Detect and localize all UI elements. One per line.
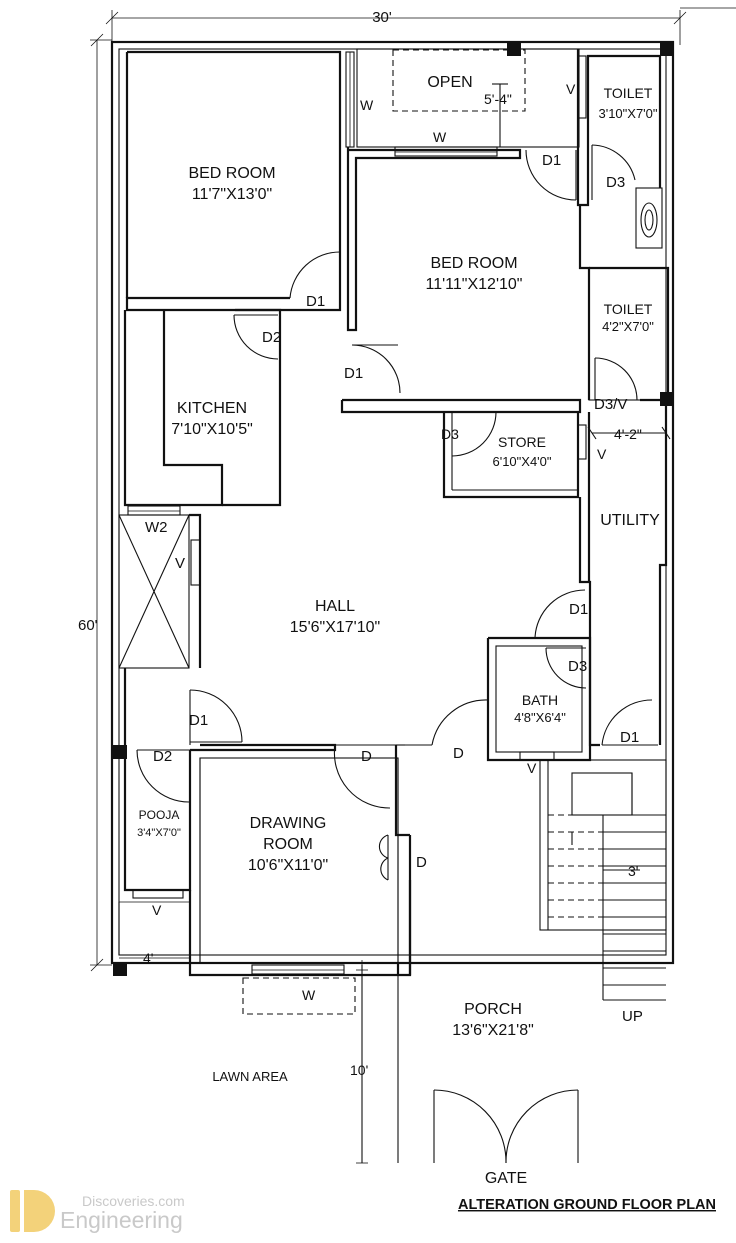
open-area-name: OPEN bbox=[427, 74, 472, 91]
utility-door-tag: D1 bbox=[569, 601, 588, 618]
drawing-room-name: DRAWING bbox=[250, 815, 327, 832]
stair-door-swing bbox=[601, 699, 658, 746]
bedroom-2-walls bbox=[340, 205, 591, 414]
bedroom-2-name: BED ROOM bbox=[430, 255, 517, 272]
toilet-1-size: 3'10"X7'0" bbox=[598, 106, 657, 121]
dimension-lines bbox=[90, 7, 736, 972]
toilet-2-walls bbox=[588, 266, 674, 406]
bedroom-2-size: 11'11"X12'10" bbox=[426, 276, 523, 293]
stair-width-dimension: 3' bbox=[628, 863, 638, 879]
toilet-2-door-tag: D3/V bbox=[594, 396, 627, 413]
bath-door-tag: D3 bbox=[568, 658, 587, 675]
bath-ventilator-tag: V bbox=[527, 760, 537, 776]
kitchen-door-tag: D2 bbox=[262, 329, 281, 346]
hall-left-door-swing bbox=[189, 689, 243, 745]
bedroom-1-name: BED ROOM bbox=[188, 165, 275, 182]
overall-depth-dimension: 60' bbox=[78, 617, 98, 634]
bedroom-2-bottom-door-swing bbox=[351, 344, 401, 394]
hall-name: HALL bbox=[315, 598, 355, 615]
bath-size: 4'8"X6'4" bbox=[514, 710, 566, 725]
bath-name: BATH bbox=[522, 692, 558, 708]
drawing-room-side-door-tag: D bbox=[416, 854, 427, 871]
staircase bbox=[539, 759, 667, 1001]
store-door-tag: D3 bbox=[441, 426, 459, 442]
hall-left-door-tag: D1 bbox=[189, 712, 208, 729]
kitchen-walls bbox=[123, 308, 282, 507]
logo-line1: Discoveries.com bbox=[82, 1193, 185, 1209]
toilet-2-size: 4'2"X7'0" bbox=[602, 319, 654, 334]
bedroom-2-top-door-swing bbox=[525, 144, 636, 201]
pooja-ventilator-tag: V bbox=[152, 902, 162, 918]
porch-and-lawn bbox=[113, 835, 400, 985]
lawn-gap-dimension: 4' bbox=[143, 950, 153, 966]
pooja-size: 3'4"X7'0" bbox=[137, 827, 181, 839]
drawing-room-door-tag: D bbox=[361, 748, 372, 765]
drawing-room-door-swing bbox=[333, 744, 396, 809]
pooja-name: POOJA bbox=[139, 808, 180, 822]
utility-gap-dimension: 4'-2" bbox=[614, 426, 642, 442]
bedroom-2-top-door-tag: D1 bbox=[542, 152, 561, 169]
lawn-depth-dimension: 10' bbox=[350, 1062, 368, 1078]
porch-size: 13'6"X21'8" bbox=[452, 1022, 534, 1039]
plan-title: ALTERATION GROUND FLOOR PLAN bbox=[458, 1197, 716, 1213]
pooja-door-tag: D2 bbox=[153, 748, 172, 765]
logo-line2: Engineering bbox=[60, 1207, 183, 1233]
lawn-area-name: LAWN AREA bbox=[212, 1069, 288, 1084]
main-door-tag: D bbox=[453, 745, 464, 762]
shaft-ventilator-tag: V bbox=[175, 555, 185, 572]
open-area-window-tag: W bbox=[433, 129, 447, 145]
hall-size: 15'6"X17'10" bbox=[290, 619, 380, 636]
open-area-width-dimension: 5'-4" bbox=[484, 91, 512, 107]
store-size: 6'10"X4'0" bbox=[492, 454, 551, 469]
shaft-walls bbox=[118, 505, 202, 669]
drawing-room-size: 10'6"X11'0" bbox=[248, 857, 328, 874]
bedroom-1-walls bbox=[125, 50, 355, 312]
utility-walls bbox=[578, 400, 671, 747]
drawing-room-window-tag: W bbox=[302, 987, 316, 1003]
kitchen-name: KITCHEN bbox=[177, 400, 247, 417]
drawing-room-name-line2: ROOM bbox=[263, 836, 313, 853]
stair-door-tag: D1 bbox=[620, 729, 639, 746]
bedroom-1-size: 11'7"X13'0" bbox=[192, 186, 272, 203]
gate-swing bbox=[356, 975, 579, 1164]
bedroom-1-door-swing bbox=[289, 251, 341, 300]
toilet-1-name: TOILET bbox=[604, 85, 653, 101]
bedroom-1-window-tag: W bbox=[360, 97, 374, 113]
stair-up-label: UP bbox=[622, 1008, 643, 1025]
toilet-1-ventilator-tag: V bbox=[566, 81, 576, 97]
engineering-discoveries-logo: Discoveries.com Engineering bbox=[10, 1190, 185, 1233]
gate-label: GATE bbox=[485, 1170, 527, 1187]
pooja-walls bbox=[113, 668, 192, 899]
toilet-1-door-tag: D3 bbox=[606, 174, 625, 191]
bedroom-2-bottom-door-tag: D1 bbox=[344, 365, 363, 382]
shaft-window-tag: W2 bbox=[145, 519, 168, 536]
store-ventilator-tag: V bbox=[597, 446, 607, 462]
porch-name: PORCH bbox=[464, 1001, 522, 1018]
toilet-2-name: TOILET bbox=[604, 301, 653, 317]
store-walls bbox=[442, 411, 587, 499]
drawing-room-walls bbox=[188, 743, 412, 1015]
open-area-walls bbox=[346, 42, 580, 332]
overall-width-dimension: 30' bbox=[372, 9, 392, 26]
bedroom-1-door-tag: D1 bbox=[306, 293, 325, 310]
utility-name: UTILITY bbox=[600, 512, 660, 529]
main-door-swing bbox=[405, 699, 489, 760]
kitchen-size: 7'10"X10'5" bbox=[171, 421, 253, 438]
toilet-1-walls bbox=[576, 42, 674, 249]
store-name: STORE bbox=[498, 434, 546, 450]
